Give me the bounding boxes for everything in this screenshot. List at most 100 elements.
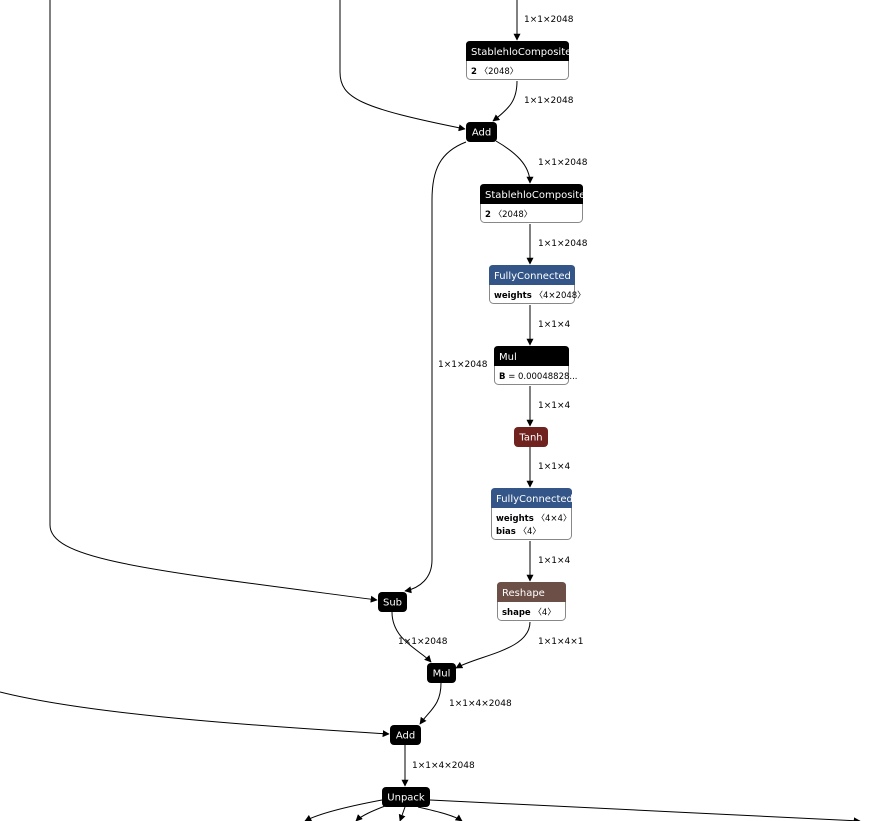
- edge-label: 1×1×4×2048: [449, 699, 512, 709]
- node-composite-2[interactable]: StablehloComposite 2 〈2048〉: [480, 184, 585, 223]
- edge-unpack1-out5[interactable]: [429, 799, 861, 821]
- attribute-key: 2: [485, 210, 491, 220]
- edge-path[interactable]: [492, 80, 518, 122]
- edge-add1-composite2[interactable]: [495, 140, 534, 184]
- edge-unpack1-out3[interactable]: [398, 806, 406, 821]
- edge-mul2-add2[interactable]: [419, 682, 442, 725]
- node-box[interactable]: [427, 663, 456, 683]
- edge-path[interactable]: [495, 140, 534, 184]
- attribute-value: 〈4〉: [519, 527, 541, 537]
- edge-label: 1×1×2048: [438, 360, 488, 370]
- edge-path[interactable]: [0, 691, 390, 738]
- node-title: Mul: [433, 669, 451, 680]
- edge-unpack1-out1[interactable]: [304, 799, 383, 821]
- edge-add1-sub1[interactable]: [404, 141, 467, 594]
- node-title: Sub: [383, 598, 402, 609]
- edge-path[interactable]: [417, 806, 463, 821]
- node-title: Add: [396, 731, 415, 742]
- node-title: Reshape: [502, 588, 545, 599]
- edge-path[interactable]: [398, 806, 406, 821]
- node-fc-2[interactable]: FullyConnected weights 〈4×4〉 bias 〈4〉: [491, 488, 573, 540]
- edge-left-sub1[interactable]: [49, 0, 378, 603]
- edge-path[interactable]: [391, 611, 432, 663]
- node-title: Mul: [499, 352, 517, 363]
- node-attribute[interactable]: bias 〈4〉: [496, 527, 541, 537]
- node-title: FullyConnected: [496, 494, 573, 505]
- node-attribute[interactable]: 2 〈2048〉: [471, 67, 518, 77]
- node-title: FullyConnected: [494, 271, 571, 282]
- node-title: StablehloComposite: [471, 47, 571, 58]
- node-attribute[interactable]: 2 〈2048〉: [485, 210, 532, 220]
- node-add-1[interactable]: Add: [466, 122, 497, 142]
- node-attribute[interactable]: weights 〈4×2048〉: [494, 291, 586, 301]
- edge-label: 1×1×4: [538, 556, 571, 566]
- edge-unpack1-out4[interactable]: [417, 806, 463, 821]
- edge-label: 1×1×2048: [538, 158, 588, 168]
- node-attribute[interactable]: B = 0.00048828...: [499, 372, 578, 382]
- node-title: StablehloComposite: [485, 190, 585, 201]
- edge-label: 1×1×4×1: [538, 637, 584, 647]
- edge-sub1-mul2[interactable]: [391, 611, 432, 663]
- attribute-value: 〈4〉: [533, 608, 555, 618]
- attribute-value: = 0.00048828...: [508, 372, 577, 382]
- node-add-2[interactable]: Add: [390, 725, 421, 745]
- edge-labels-layer: 1×1×2048 1×1×2048 1×1×2048 1×1×2048 1×1×4 1×1…: [398, 15, 588, 771]
- node-header[interactable]: [489, 265, 575, 285]
- node-mul-2[interactable]: Mul: [427, 663, 456, 683]
- attribute-value: 〈4×4〉: [537, 514, 572, 524]
- edge-label: 1×1×4: [538, 320, 571, 330]
- node-header[interactable]: [466, 41, 569, 61]
- node-header[interactable]: [494, 346, 569, 366]
- attribute-key: 2: [471, 67, 477, 77]
- attribute-key: B: [499, 372, 505, 382]
- attribute-key: weights: [494, 291, 532, 301]
- edge-reshape1-mul2[interactable]: [455, 621, 531, 669]
- node-box[interactable]: [378, 592, 407, 612]
- attribute-value: 〈2048〉: [480, 67, 519, 77]
- edge-label: 1×1×4×2048: [412, 761, 475, 771]
- node-box[interactable]: [390, 725, 421, 745]
- node-header[interactable]: [497, 582, 566, 602]
- node-header[interactable]: [480, 184, 583, 204]
- edge-path[interactable]: [404, 141, 467, 594]
- node-header[interactable]: [491, 488, 572, 508]
- edge-path[interactable]: [429, 799, 861, 821]
- edge-label: 1×1×2048: [524, 96, 574, 106]
- node-title: Tanh: [518, 433, 542, 444]
- edge-composite1-add1[interactable]: [492, 80, 518, 122]
- node-reshape-1[interactable]: Reshape shape 〈4〉: [497, 582, 566, 621]
- edge-path[interactable]: [49, 0, 378, 603]
- edge-path[interactable]: [304, 799, 383, 821]
- attribute-key: shape: [502, 608, 531, 618]
- node-sub-1[interactable]: Sub: [378, 592, 407, 612]
- node-title: Unpack: [387, 793, 425, 804]
- node-fc-1[interactable]: FullyConnected weights 〈4×2048〉: [489, 265, 586, 304]
- edge-left-add1[interactable]: [339, 0, 466, 132]
- attribute-value: 〈2048〉: [494, 210, 533, 220]
- edge-path[interactable]: [339, 0, 466, 132]
- node-title: Add: [472, 128, 491, 139]
- edge-label: 1×1×4: [538, 462, 571, 472]
- edge-label: 1×1×4: [538, 401, 571, 411]
- node-unpack-1[interactable]: Unpack: [382, 787, 430, 807]
- edge-path[interactable]: [455, 621, 531, 669]
- node-tanh-1[interactable]: Tanh: [514, 427, 548, 447]
- node-box[interactable]: [382, 787, 430, 807]
- node-attribute[interactable]: weights 〈4×4〉: [496, 514, 571, 524]
- node-box[interactable]: [466, 122, 497, 142]
- edge-left-add2[interactable]: [0, 691, 390, 738]
- edge-label: 1×1×2048: [538, 239, 588, 249]
- edge-path[interactable]: [355, 805, 386, 821]
- edge-path[interactable]: [419, 682, 442, 725]
- node-attribute[interactable]: shape 〈4〉: [502, 608, 556, 618]
- node-box[interactable]: [514, 427, 548, 447]
- edge-unpack1-out2[interactable]: [355, 805, 386, 821]
- edge-label: 1×1×2048: [524, 15, 574, 25]
- node-composite-1[interactable]: StablehloComposite 2 〈2048〉: [466, 41, 571, 80]
- attribute-key: weights: [496, 514, 534, 524]
